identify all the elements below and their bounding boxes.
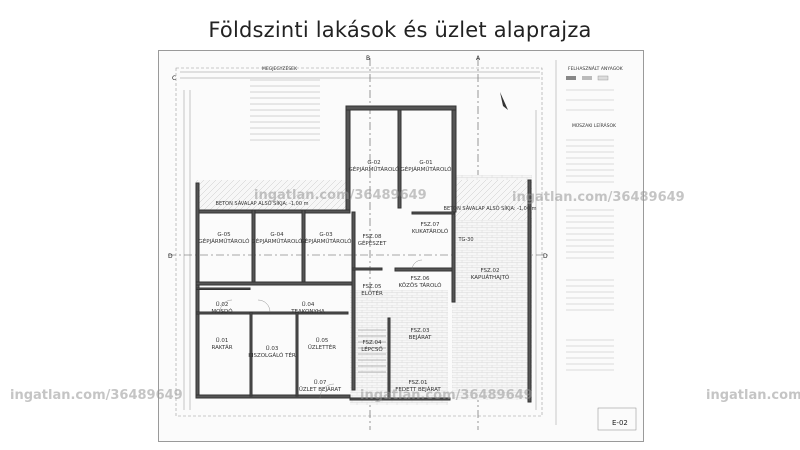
room-u04-name: TEAKONYHA [290,309,325,315]
room-fsz07-name: KUKATÁROLÓ [412,228,449,235]
room-fsz01-code: FSZ.01 [408,380,427,386]
room-fsz05-code: FSZ.05 [362,284,382,290]
room-fsz03-name: BEJÁRAT [409,334,432,341]
room-g03-code: G-03 [319,232,333,238]
axis-label-d: D [168,253,173,260]
room-g02-code: G-02 [367,160,380,166]
room-fsz01-name: FEDETT BEJÁRAT [395,386,441,393]
room-u03-name: KISZOLGÁLÓ TÉR [248,351,296,359]
level-mark: TG-30 [457,237,473,243]
room-fsz06-code: FSZ.06 [410,276,430,282]
watermark: ingatlan.com/36489649 [254,188,427,203]
room-u07-code: Ü.07 [314,379,327,386]
room-u04-code: Ü.04 [302,301,315,308]
room-fsz08-code: FSZ.08 [362,234,382,240]
north-arrow-icon [500,92,508,110]
watermark: ingatlan.com/36489649 [360,388,533,403]
page-title: Földszinti lakások és üzlet alaprajza [208,18,592,42]
room-g04-name: GÉPJÁRMŰTÁROLÓ [252,237,304,245]
axis-label-c: C [172,75,176,82]
room-g05-code: G-05 [217,232,231,238]
room-fsz06-name: KÖZÖS TÁROLÓ [398,282,442,289]
beton-label-right: BETON SÁVALAP ALSÓ SÍKJA: -1,00 m [444,205,537,212]
legend-title: FELHASZNÁLT ANYAGOK [568,65,624,72]
room-g02-name: GÉPJÁRMŰTÁROLÓ [349,165,401,173]
room-u01-name: RAKTÁR [211,344,232,351]
room-u07-name: ÜZLET BEJÁRAT [299,386,342,393]
room-fsz02-name: KAPUÁTHAJTÓ [471,274,510,281]
axis-label-b: B [366,55,370,62]
room-u05-name: ÜZLETTÉR [308,343,336,351]
room-g01-code: G-01 [419,160,432,166]
room-g03-name: GÉPJÁRMŰTÁROLÓ [301,237,353,245]
room-g04-code: G-04 [270,232,284,238]
axis-label-a: A [476,55,481,62]
room-g05-name: GÉPJÁRMŰTÁROLÓ [199,237,251,245]
watermark: ingatlan.com/36489649 [512,190,685,205]
axis-label-d-right: D [543,253,548,260]
room-u03-code: Ü.03 [266,345,279,352]
room-fsz05-name: ELŐTÉR [361,289,383,297]
room-g01-name: GÉPJÁRMŰTÁROLÓ [401,165,453,173]
room-fsz08-name: GÉPÉSZET [358,239,387,247]
room-u02-name: MOSDÓ [211,308,233,315]
room-fsz07-code: FSZ.07 [420,222,440,228]
room-u05-code: Ü.05 [316,337,329,344]
watermark: ingatlan.com/36489649 [706,388,800,403]
beton-label-left: BETON SÁVALAP ALSÓ SÍKJA: -1,00 m [216,200,309,207]
watermark: ingatlan.com/36489649 [10,388,183,403]
room-u01-code: Ü.01 [216,337,229,344]
room-fsz04-code: FSZ.04 [362,340,382,346]
room-fsz04-name: LÉPCSŐ [361,345,383,353]
room-fsz02-code: FSZ.02 [480,268,499,274]
notes-right-title: MŰSZAKI LEÍRÁSOK [572,122,617,129]
notes-title: MEGJEGYZÉSEK [262,64,298,72]
room-fsz03-code: FSZ.03 [410,328,430,334]
sheet-code: E-02 [612,419,628,427]
room-u02-code: Ü.02 [216,301,229,308]
